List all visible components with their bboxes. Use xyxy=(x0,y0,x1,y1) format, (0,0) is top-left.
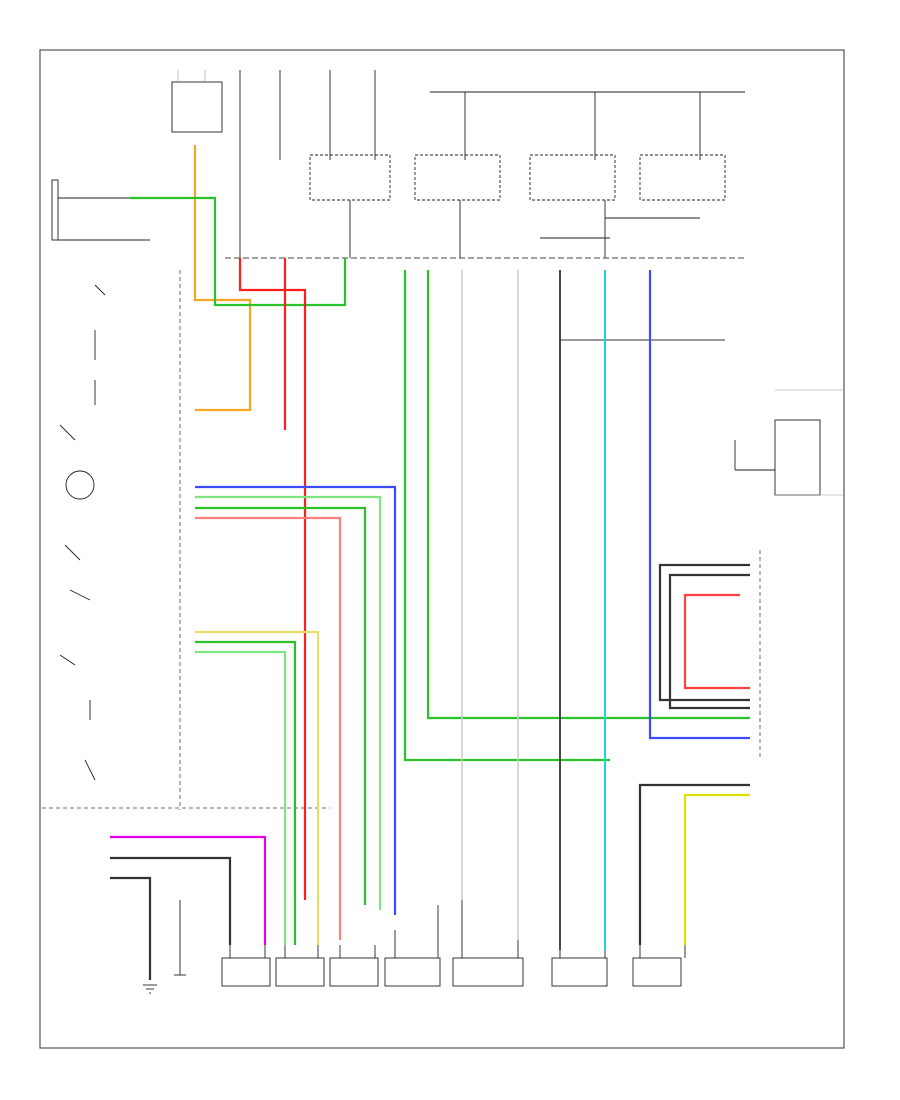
wire-yellow-mid xyxy=(195,630,320,945)
wire-green-a xyxy=(403,270,610,762)
bottom-components xyxy=(143,900,686,994)
wire-green-top xyxy=(130,196,347,307)
fuse-block-top xyxy=(171,70,745,258)
wire-black-right-2 xyxy=(668,573,750,710)
wire-green-mid-2 xyxy=(195,506,367,905)
wire-green-low-2 xyxy=(195,650,287,945)
wire-black-right-3 xyxy=(638,783,750,945)
wire-orange xyxy=(193,145,252,412)
left-switches xyxy=(42,284,330,809)
wire-green-mid xyxy=(195,495,382,910)
component-7 xyxy=(632,957,682,987)
component-3 xyxy=(329,957,379,987)
wire-pink xyxy=(195,516,342,940)
wire-magenta xyxy=(110,835,267,945)
component-4 xyxy=(384,957,441,987)
component-5 xyxy=(452,957,524,987)
right-module-top xyxy=(734,389,844,496)
wire-black-right xyxy=(658,563,750,702)
wire-red xyxy=(238,258,307,900)
wire-black-low xyxy=(110,856,232,945)
wire-blue-mid xyxy=(195,485,397,915)
relay-row xyxy=(309,154,726,258)
component-2 xyxy=(275,957,325,987)
component-6 xyxy=(551,957,608,987)
wire-blue-right xyxy=(648,270,750,740)
wire-green-low xyxy=(195,640,297,945)
diagram-border xyxy=(39,49,845,1049)
component-1 xyxy=(221,957,271,987)
left-module xyxy=(51,179,181,810)
wire-red-right xyxy=(683,593,750,690)
wire-green-b xyxy=(426,270,750,720)
wire-black-low-2 xyxy=(110,876,152,980)
wire-yellow-right xyxy=(683,793,750,945)
